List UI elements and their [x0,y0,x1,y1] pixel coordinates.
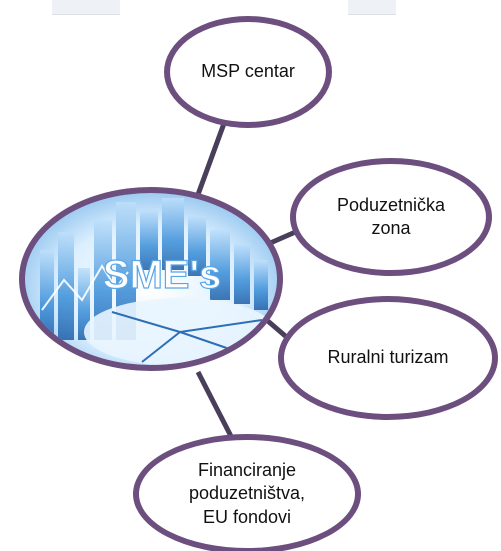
bubble-msp-centar: MSP centar [164,16,332,128]
sme-chart-image: SME's [19,187,283,371]
bubble-ruralni-turizam: Ruralni turizam [278,296,498,420]
bubble-financiranje: Financiranje poduzetništva, EU fondovi [133,434,361,551]
hub-label: SME's [103,253,221,297]
top-strip-left [52,0,120,15]
connector-bottom [195,370,239,448]
top-strip-right [348,0,396,15]
bubble-poduzetnicka-zona: Poduzetnička zona [290,158,492,276]
connector-top [193,117,229,201]
sme-hub-image: SME's [12,180,290,378]
